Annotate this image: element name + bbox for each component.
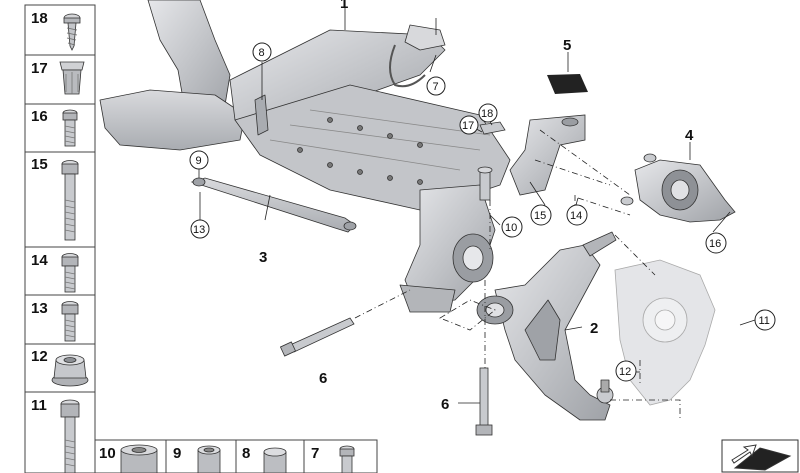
legend-label-7: 7 [311,445,319,462]
bolt-10-vertical [477,166,493,201]
bracket-15 [509,114,586,196]
legend-label-8: 8 [242,445,250,462]
callout-11: 11 [759,315,770,327]
legend-label-17: 17 [31,60,48,77]
legend-label-10: 10 [99,445,116,462]
legend-label-15: 15 [31,156,48,173]
bolt-7-icon [339,445,355,473]
pad-5 [547,74,588,94]
parts-legend-column [24,4,96,473]
bushing-mount-4 [620,153,736,223]
callout-6b: 6 [441,396,449,413]
callout-7: 7 [433,81,439,93]
orientation-arrow-icon [721,439,799,473]
thrust-strut-3 [190,177,357,233]
bolt-13-icon [61,301,79,342]
legend-label-13: 13 [31,300,48,317]
bolt-11-icon [60,399,80,473]
subframe-1 [99,0,511,313]
callout-10: 10 [505,222,517,234]
bolt-16-icon [62,109,78,147]
callout-2: 2 [590,320,598,337]
legend-label-14: 14 [31,252,48,269]
bushing-10-icon [120,444,158,473]
bolt-6b [475,367,493,436]
callout-1: 1 [340,0,348,12]
callout-9: 9 [196,155,202,167]
callout-17: 17 [462,120,474,132]
bolt-6a [279,317,355,357]
sleeve-9-icon [197,445,221,473]
knuckle-11 [614,259,716,406]
callout-4: 4 [685,127,694,144]
callout-18: 18 [481,108,493,120]
sleeve-8-icon [263,447,287,473]
legend-label-12: 12 [31,348,48,365]
callout-5: 5 [563,37,571,54]
callout-13: 13 [193,224,205,236]
callout-16: 16 [709,238,721,250]
callout-3: 3 [259,249,267,266]
legend-label-16: 16 [31,108,48,125]
legend-label-11: 11 [31,397,47,414]
callout-15: 15 [534,210,546,222]
screw-18-icon [63,13,81,51]
callout-12: 12 [619,366,631,378]
bolt-15-icon [61,160,79,241]
leader-lines [198,8,756,404]
legend-label-9: 9 [173,445,181,462]
clip-18-part [479,121,506,135]
callout-14: 14 [570,210,582,222]
bolt-14-icon [61,253,79,293]
clip-nut-17-icon [59,61,85,95]
assembly-lines [354,129,681,420]
callout-8: 8 [259,47,265,59]
callout-6a: 6 [319,370,327,387]
nut-12-icon [51,354,89,387]
legend-label-18: 18 [31,10,48,27]
callout-circles [189,42,776,382]
parts-legend-row [94,439,378,473]
